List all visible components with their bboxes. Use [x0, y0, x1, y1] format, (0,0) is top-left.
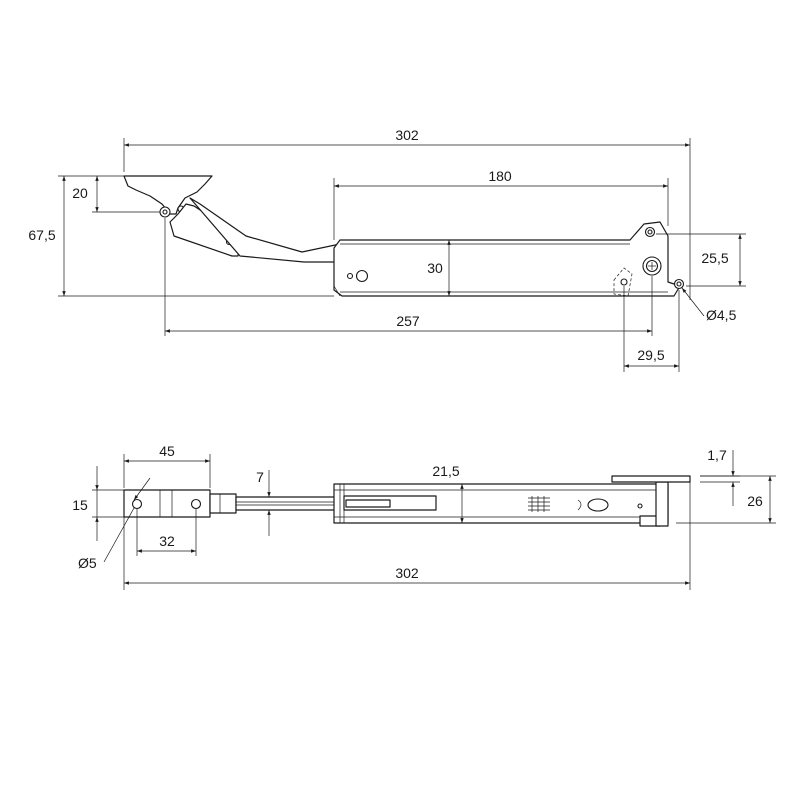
dim-15: 15 [72, 466, 124, 541]
svg-text:302: 302 [395, 127, 419, 143]
svg-text:Ø4,5: Ø4,5 [706, 307, 737, 323]
top-view: 302 180 67,5 20 30 [28, 127, 746, 372]
dim-21-5: 21,5 [432, 463, 464, 523]
svg-text:15: 15 [72, 497, 88, 513]
svg-text:Ø5: Ø5 [78, 555, 97, 571]
dim-20: 20 [72, 176, 160, 213]
svg-text:257: 257 [396, 313, 420, 329]
svg-text:30: 30 [427, 260, 443, 276]
svg-text:32: 32 [159, 533, 175, 549]
dim-257: 257 [164, 218, 653, 336]
svg-text:20: 20 [72, 185, 88, 201]
svg-text:7: 7 [256, 469, 264, 485]
dim-29-5: 29,5 [623, 286, 680, 372]
dim-25-5: 25,5 [656, 233, 746, 287]
dim-26: 26 [676, 475, 776, 524]
dim-45: 45 [123, 443, 211, 488]
dim-32: 32 [136, 509, 197, 556]
dim-302-top: 302 [123, 127, 691, 300]
dim-hole-4-5: Ø4,5 [681, 287, 737, 323]
dim-180: 180 [333, 168, 669, 240]
bottom-view: 45 15 32 Ø5 7 [72, 443, 776, 590]
dim-67-5: 67,5 [28, 175, 334, 297]
svg-text:67,5: 67,5 [28, 227, 55, 243]
dim-302-bottom: 302 [123, 482, 691, 590]
dim-hole-5: Ø5 [78, 477, 151, 571]
dim-1-7: 1,7 [700, 447, 740, 506]
svg-text:25,5: 25,5 [701, 250, 728, 266]
svg-text:21,5: 21,5 [432, 463, 459, 479]
top-plate [611, 475, 691, 483]
main-body [333, 221, 685, 297]
svg-text:26: 26 [747, 493, 763, 509]
dim-30: 30 [427, 240, 451, 296]
svg-text:45: 45 [159, 443, 175, 459]
svg-text:302: 302 [395, 565, 419, 581]
svg-text:1,7: 1,7 [707, 447, 727, 463]
svg-text:180: 180 [488, 168, 512, 184]
body-plan [333, 481, 669, 527]
svg-text:29,5: 29,5 [637, 347, 664, 363]
dim-7: 7 [256, 469, 274, 536]
